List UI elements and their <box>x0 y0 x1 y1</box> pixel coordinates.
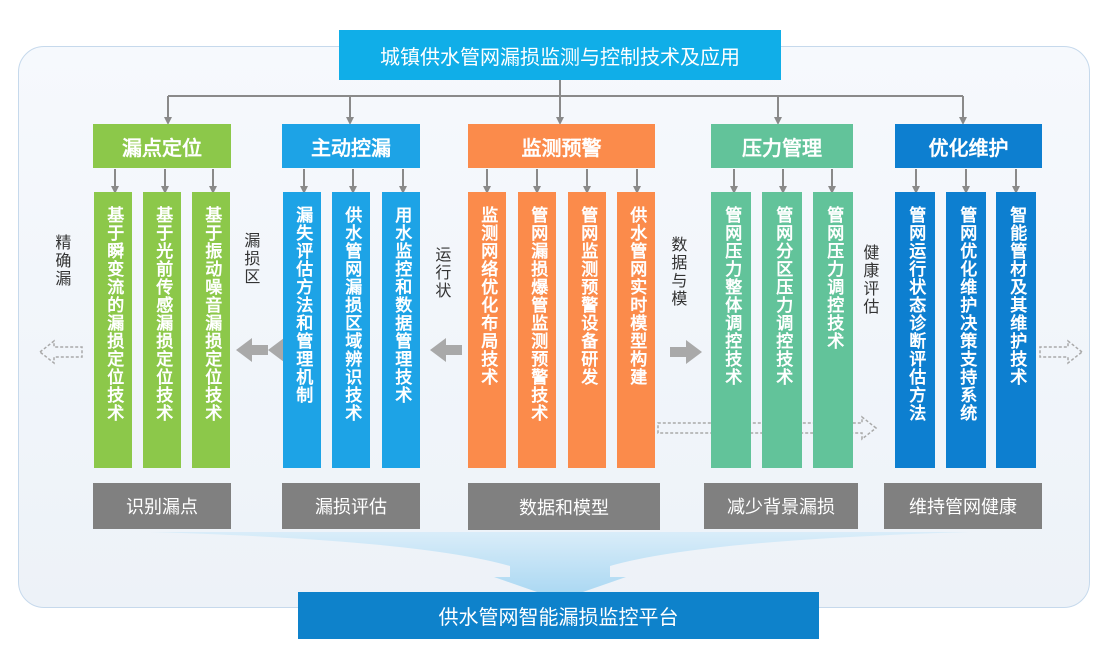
tech-label: 管网优化维护决策支持系统 <box>956 206 977 422</box>
category-monitoring-warning: 监测预警 <box>468 124 655 168</box>
tech-label: 管网漏损爆管监测预警技术 <box>527 206 548 422</box>
side-label-running: 运行状 <box>432 246 452 300</box>
tech-label: 漏失评估方法和管理机制 <box>292 206 313 404</box>
tech-column-4-2: 管网分区压力调控技术 <box>762 192 802 468</box>
tech-label: 监测网络优化布局技术 <box>477 206 498 386</box>
side-label-health: 健康评估 <box>860 244 880 316</box>
tech-column-5-2: 管网优化维护决策支持系统 <box>946 192 986 468</box>
tech-label: 用水监控和数据管理技术 <box>391 206 412 404</box>
tech-label: 管网压力调控技术 <box>823 206 844 350</box>
tech-column-2-2: 供水管网漏损区域辨识技术 <box>332 192 370 468</box>
category-active-control: 主动控漏 <box>282 124 420 168</box>
tech-column-4-3: 管网压力调控技术 <box>813 192 853 468</box>
tech-label: 基于瞬变流的漏损定位技术 <box>103 206 124 422</box>
side-label-zone: 漏损区 <box>241 232 261 286</box>
main-title: 城镇供水管网漏损监测与控制技术及应用 <box>339 30 781 80</box>
category-optimization-maintenance: 优化维护 <box>895 124 1042 168</box>
tech-column-3-1: 监测网络优化布局技术 <box>468 192 506 468</box>
tech-column-3-3: 管网监测预警设备研发 <box>568 192 606 468</box>
top-tree <box>164 80 967 125</box>
platform-box: 供水管网智能漏损监控平台 <box>298 592 819 639</box>
side-label-precise: 精确漏 <box>52 234 72 288</box>
category-leak-location: 漏点定位 <box>93 124 231 168</box>
output-data-model: 数据和模型 <box>468 483 660 530</box>
output-reduce-background-leak: 减少背景漏损 <box>704 483 858 529</box>
tech-column-4-1: 管网压力整体调控技术 <box>711 192 751 468</box>
tech-column-5-3: 智能管材及其维护技术 <box>996 192 1036 468</box>
side-label-data-model: 数据与模 <box>668 236 688 308</box>
output-maintain-health: 维持管网健康 <box>884 483 1042 529</box>
tech-column-2-1: 漏失评估方法和管理机制 <box>283 192 321 468</box>
tech-label: 基于光前传感漏损定位技术 <box>152 206 173 422</box>
tech-label: 管网运行状态诊断评估方法 <box>905 206 926 422</box>
tech-label: 供水管网实时模型构建 <box>626 206 647 386</box>
tech-column-1-2: 基于光前传感漏损定位技术 <box>143 192 181 468</box>
tech-label: 管网监测预警设备研发 <box>577 206 598 386</box>
dashed-arrows <box>38 339 1084 441</box>
tech-label: 智能管材及其维护技术 <box>1006 206 1027 386</box>
sub-arrows <box>111 169 1020 194</box>
tech-column-1-3: 基于振动噪音漏损定位技术 <box>192 192 230 468</box>
output-leak-assessment: 漏损评估 <box>282 483 420 529</box>
tech-column-3-4: 供水管网实时模型构建 <box>617 192 655 468</box>
category-pressure-management: 压力管理 <box>711 124 853 168</box>
tech-label: 供水管网漏损区域辨识技术 <box>341 206 362 422</box>
tech-column-3-2: 管网漏损爆管监测预警技术 <box>518 192 556 468</box>
tech-label: 基于振动噪音漏损定位技术 <box>201 206 222 422</box>
tech-column-5-1: 管网运行状态诊断评估方法 <box>895 192 935 468</box>
output-identify-leak: 识别漏点 <box>93 483 231 529</box>
funnel-band <box>150 532 970 600</box>
tech-column-1-1: 基于瞬变流的漏损定位技术 <box>94 192 132 468</box>
tech-column-2-3: 用水监控和数据管理技术 <box>382 192 420 468</box>
tech-label: 管网压力整体调控技术 <box>721 206 742 386</box>
tech-label: 管网分区压力调控技术 <box>772 206 793 386</box>
